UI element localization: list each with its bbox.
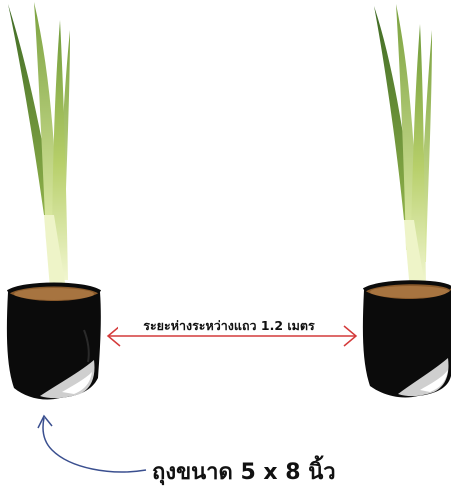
left-seedling [6,2,102,400]
bag-size-label: ถุงขนาด 5 x 8 นิ้ว [152,459,336,485]
bag-pointer-arrow [37,414,147,473]
right-bag [362,280,451,398]
right-leaves [374,4,432,290]
left-bag [6,282,102,400]
row-spacing-arrow [106,317,358,347]
right-seedling [362,4,451,398]
left-leaves [8,2,70,288]
row-spacing-label: ระยะห่างระหว่างแถว 1.2 เมตร [143,318,315,333]
